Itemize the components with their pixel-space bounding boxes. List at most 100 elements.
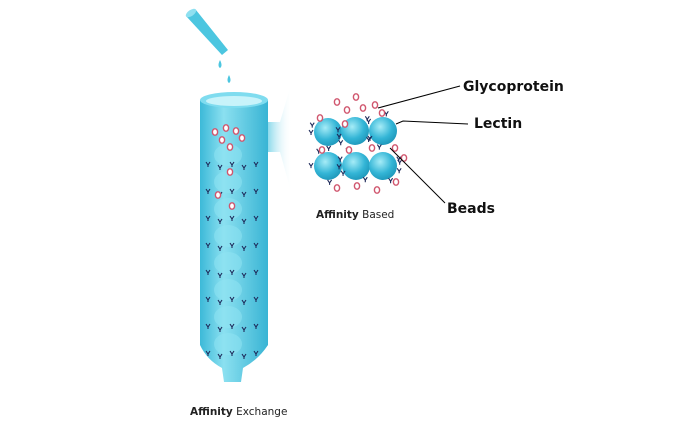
lectin-icon <box>253 323 259 329</box>
column-bead <box>214 225 242 247</box>
caption-bold: Affinity <box>316 209 359 221</box>
lectin-icon <box>337 156 343 162</box>
lectin-icon <box>253 350 259 356</box>
lectin-icon <box>253 242 259 248</box>
glycoprotein-icon <box>333 184 341 192</box>
caption-bold: Affinity <box>190 406 233 418</box>
lectin-icon <box>241 299 247 305</box>
lectin-icon <box>205 350 211 356</box>
lectin-icon <box>229 188 235 194</box>
affinity-exchange-caption: Affinity Exchange <box>190 406 287 418</box>
glycoprotein-icon <box>368 144 376 152</box>
glycoprotein-icon <box>371 101 379 109</box>
column-bead <box>214 171 242 193</box>
lectin-icon <box>241 326 247 332</box>
lectin-icon <box>253 161 259 167</box>
column-bead <box>214 279 242 301</box>
lectin-icon <box>336 133 342 139</box>
lectin-icon <box>241 353 247 359</box>
bead <box>369 152 397 180</box>
lectin-icon <box>309 122 315 128</box>
lectin-icon <box>205 323 211 329</box>
glycoprotein-icon <box>214 191 222 199</box>
lectin-icon <box>229 242 235 248</box>
glycoprotein-icon <box>211 128 219 136</box>
lectin-icon <box>253 215 259 221</box>
lectin-icon <box>241 191 247 197</box>
lectin-icon <box>205 269 211 275</box>
lectin-icon <box>326 145 332 151</box>
glycoprotein-icon <box>232 127 240 135</box>
magnify-funnel <box>266 88 292 195</box>
glycoprotein-icon <box>359 104 367 112</box>
lectin-icon <box>241 272 247 278</box>
lectin-icon <box>397 159 403 165</box>
lectin-icon <box>388 177 394 184</box>
lectin-icon <box>229 269 235 275</box>
bead <box>314 152 342 180</box>
glycoprotein-icon <box>400 154 408 162</box>
lectin-icon <box>217 218 223 224</box>
glycoprotein-icon <box>353 182 361 190</box>
glycoprotein-icon <box>341 120 349 128</box>
bead <box>342 152 370 180</box>
glycoprotein-icon <box>391 144 399 152</box>
beads-label: Beads <box>447 201 495 217</box>
chromatography-column <box>200 92 268 382</box>
lectin-icon <box>366 118 372 124</box>
glycoprotein-pointer <box>377 85 461 109</box>
lectin-icon <box>376 144 382 150</box>
column-bead <box>214 306 242 328</box>
lectin-icon <box>229 323 235 329</box>
lectin-icon <box>308 162 314 169</box>
beads-pointer <box>389 147 446 204</box>
bead <box>369 117 397 145</box>
glycoprotein-icon <box>318 146 326 154</box>
lectin-icon <box>241 218 247 224</box>
glycoprotein-icon <box>352 93 360 101</box>
glycoprotein-icon <box>218 136 226 144</box>
lectin-icon <box>338 139 344 146</box>
glycoprotein-icon <box>228 202 236 210</box>
caption-rest: Based <box>358 209 395 221</box>
lectin-icon <box>241 245 247 251</box>
lectin-icon <box>217 245 223 251</box>
glycoprotein-icon <box>316 114 324 122</box>
lectin-icon <box>335 127 341 133</box>
lectin-icon <box>253 296 259 302</box>
lectin-icon <box>217 272 223 278</box>
lectin-icon <box>308 129 314 136</box>
glycoprotein-icon <box>378 109 386 117</box>
lectin-icon <box>362 176 368 183</box>
lectin-icon <box>205 215 211 221</box>
column-bead <box>214 144 242 166</box>
lectin-icon <box>327 179 333 185</box>
pipette-icon <box>185 8 231 83</box>
lectin-icon <box>217 164 223 170</box>
lectin-icon <box>253 188 259 194</box>
glycoprotein-label: Glycoprotein <box>463 79 564 95</box>
lectin-icon <box>205 296 211 302</box>
glycoprotein-icon <box>345 146 353 154</box>
glycoprotein-icon <box>392 178 400 186</box>
column-bead <box>214 252 242 274</box>
lectin-icon <box>229 350 235 356</box>
lectin-icon <box>229 215 235 221</box>
lectin-icon <box>205 188 211 194</box>
lectin-pointer <box>395 120 469 125</box>
column-bead <box>214 198 242 220</box>
column-bead <box>214 333 242 355</box>
glycoprotein-icon <box>333 98 341 106</box>
bead <box>314 118 342 146</box>
lectin-icon <box>253 269 259 275</box>
lectin-icon <box>241 164 247 170</box>
lectin-icon <box>229 161 235 167</box>
lectin-icon <box>217 353 223 359</box>
glycoprotein-icon <box>226 168 234 176</box>
lectin-label: Lectin <box>474 116 523 132</box>
lectin-icon <box>396 167 402 174</box>
glycoprotein-icon <box>238 134 246 142</box>
glycoprotein-icon <box>226 143 234 151</box>
lectin-icon <box>229 296 235 302</box>
